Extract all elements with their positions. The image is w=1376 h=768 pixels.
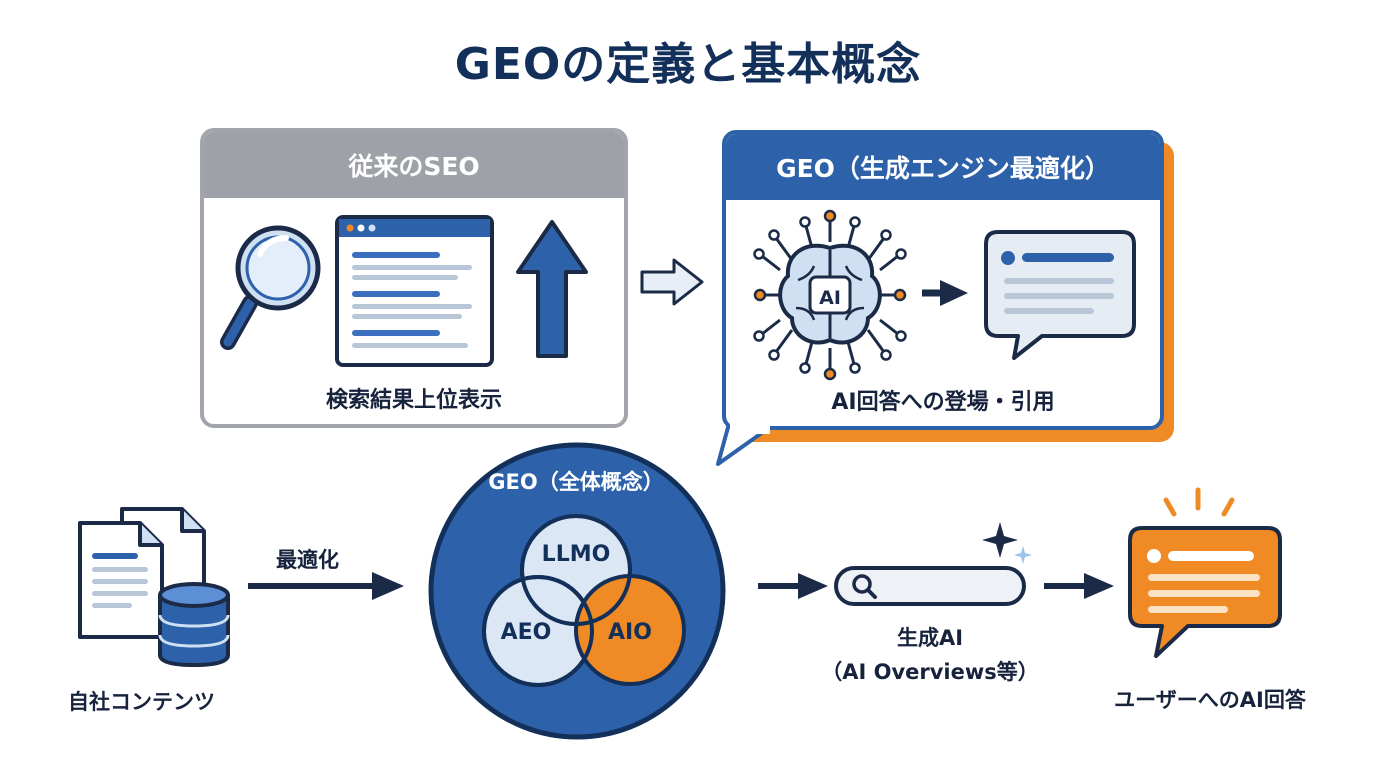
ai-chip-label: AI (819, 287, 841, 309)
ai-answer-illustration (1128, 487, 1282, 658)
pointer-join (730, 420, 770, 434)
venn-label-aeo: AEO (500, 620, 552, 645)
seo-panel-illustration (220, 215, 588, 367)
brain-to-bubble-arrow-icon (922, 280, 968, 306)
ai-answer-label: ユーザーへのAI回答 (1114, 688, 1306, 712)
up-arrow-icon (516, 220, 588, 358)
circle-to-search-arrow-icon (758, 573, 828, 599)
geo-panel-header: GEO（生成エンジン最適化） (726, 134, 1160, 200)
database-icon (158, 582, 230, 668)
brain-shape (778, 243, 882, 345)
page-title: GEOの定義と基本概念 (454, 39, 922, 90)
generative-ai-search-illustration (834, 522, 1032, 606)
alert-rays (1163, 487, 1235, 517)
generative-ai-label-line1: 生成AI (896, 626, 964, 650)
optimize-label: 最適化 (276, 548, 339, 572)
geo-panel-illustration: AI (753, 209, 1136, 381)
venn-label-aio: AIO (608, 620, 652, 645)
answer-bubble-icon (1128, 526, 1282, 658)
magnifier-icon (220, 225, 321, 350)
chat-bubble-icon (984, 230, 1136, 360)
seo-panel-header: 従来のSEO (204, 132, 624, 198)
browser-window-icon (335, 215, 494, 367)
generative-ai-label-line2: （AI Overviews等） (821, 660, 1039, 684)
geo-circle-title: GEO（全体概念） (488, 470, 664, 494)
optimize-arrow-icon (248, 572, 404, 600)
search-to-answer-arrow-icon (1044, 573, 1114, 599)
panel-transition-arrow-icon (640, 258, 704, 306)
geo-caption: AI回答への登場・引用 (831, 390, 1055, 415)
geo-concept-circle (428, 442, 726, 740)
venn-diagram (482, 514, 686, 687)
source-contents-illustration (78, 507, 230, 668)
venn-label-llmo: LLMO (541, 542, 611, 567)
seo-caption: 検索結果上位表示 (325, 388, 502, 413)
circuit-nodes (753, 209, 907, 381)
source-label: 自社コンテンツ (68, 690, 215, 714)
sparkle-icon (982, 522, 1032, 564)
search-bar-icon (834, 566, 1026, 606)
